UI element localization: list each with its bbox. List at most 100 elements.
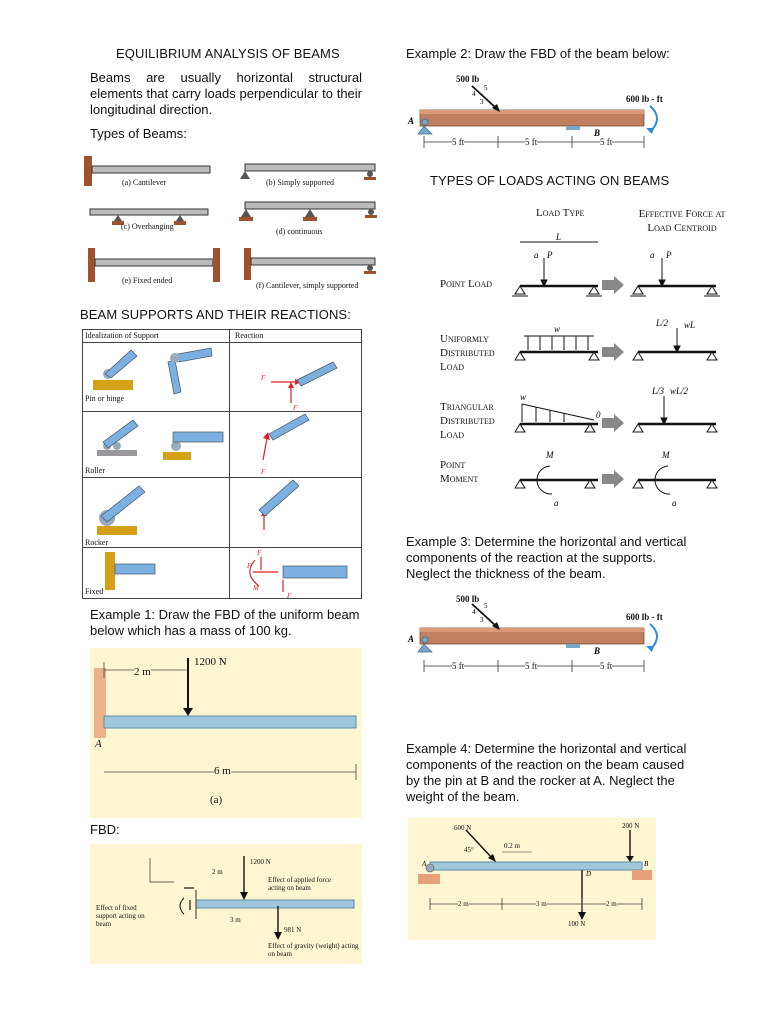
- svg-text:P: P: [546, 250, 553, 260]
- page-title: EQUILIBRIUM ANALYSIS OF BEAMS: [116, 46, 340, 61]
- svg-text:F: F: [286, 592, 292, 598]
- example4-f1: 600 N: [454, 824, 472, 832]
- svg-text:F: F: [246, 562, 252, 570]
- example2-dim-2: 5 ft: [525, 137, 538, 147]
- svg-text:B: B: [593, 128, 600, 138]
- example3-moment: 600 lb - ft: [626, 612, 663, 622]
- example1-text: Example 1: Draw the FBD of the uniform b…: [90, 607, 362, 639]
- example2-figure: A B 4 5 3: [407, 84, 658, 148]
- beam-type-f: (f) Cantilever, simply supported: [256, 281, 359, 290]
- example2-moment: 600 lb - ft: [626, 94, 663, 104]
- supports-heading: BEAM SUPPORTS AND THEIR REACTIONS:: [80, 307, 351, 322]
- example4-angle: 45°: [464, 846, 474, 854]
- fbd-d2: 3 m: [230, 916, 241, 924]
- example3-figure: A B 4 5 3: [407, 602, 658, 672]
- svg-text:M: M: [661, 450, 670, 460]
- support-pin: Pin or hinge: [85, 394, 125, 403]
- svg-text:F: F: [256, 549, 262, 557]
- example2-dim-1: 5 ft: [452, 137, 465, 147]
- load-type-column: Load Type: [536, 207, 585, 219]
- example1-caption: (a): [210, 794, 223, 806]
- beam-type-a: (a) Cantilever: [122, 178, 167, 187]
- example3-label: Example 3: [406, 534, 468, 549]
- svg-text:M: M: [545, 450, 554, 460]
- svg-text:M: M: [252, 584, 260, 592]
- svg-text:wL: wL: [684, 320, 695, 330]
- support-roller: Roller: [85, 466, 105, 475]
- example2-text: Example 2: Draw the FBD of the beam belo…: [406, 46, 670, 62]
- support-rocker: Rocker: [85, 538, 109, 547]
- intro-paragraph: Beams are usually horizontal structural …: [90, 70, 362, 117]
- svg-text:5: 5: [484, 84, 488, 92]
- beam-type-b: (b) Simply supported: [266, 178, 334, 187]
- example4-figure: A B D 600 N 200 N 100 N 45° 0.2 m 2 m 3 …: [408, 818, 656, 940]
- example2-force: 500 lb: [456, 74, 480, 84]
- fbd-force: 1200 N: [250, 858, 271, 866]
- svg-text:F: F: [260, 374, 266, 382]
- example1-body: : Draw the FBD of the uniform beam below…: [90, 607, 360, 638]
- example2-dim-3: 5 ft: [600, 137, 613, 147]
- svg-text:3: 3: [480, 616, 484, 624]
- load-uniform: Uniformly Distributed Load: [440, 333, 495, 373]
- loads-heading: TYPES OF LOADS ACTING ON BEAMS: [430, 173, 670, 188]
- effective-force-column: Effective Force at Load Centroid: [638, 208, 726, 234]
- support-col-idealization: Idealization of Support: [85, 331, 159, 340]
- svg-text:a: a: [650, 250, 655, 260]
- fbd-applied-note: Effect of applied force acting on beam: [268, 876, 332, 892]
- example1-dist1: 2 m: [134, 666, 151, 678]
- svg-text:F: F: [260, 468, 266, 476]
- example4-dim-3: 2 m: [606, 900, 617, 908]
- svg-text:P: P: [665, 250, 672, 260]
- svg-text:4: 4: [472, 608, 476, 616]
- svg-text:3: 3: [480, 98, 484, 106]
- svg-text:A: A: [421, 860, 427, 868]
- beam-type-c: (c) Overhanging: [121, 222, 174, 231]
- svg-text:A: A: [407, 634, 414, 644]
- types-heading: Types of Beams:: [90, 126, 187, 141]
- support-col-reaction: Reaction: [235, 331, 264, 340]
- beam-type-e: (e) Fixed ended: [122, 276, 173, 285]
- example4-offset: 0.2 m: [504, 842, 520, 850]
- example3-body: : Determine the horizontal and vertical …: [406, 534, 687, 581]
- example1-dist2: 6 m: [214, 765, 231, 777]
- beam-type-d: (d) continuous: [276, 227, 323, 236]
- fbd-gravity-note: Effect of gravity (weight) acting on bea…: [268, 942, 359, 958]
- svg-text:B: B: [593, 646, 600, 656]
- example4-dim-2: 3 m: [536, 900, 547, 908]
- svg-text:wL/2: wL/2: [670, 386, 689, 396]
- svg-text:a: a: [554, 498, 559, 508]
- svg-text:L: L: [555, 232, 561, 242]
- example4-text: Example 4: Determine the horizontal and …: [406, 741, 690, 805]
- example3-dim-2: 5 ft: [525, 661, 538, 671]
- svg-text:5: 5: [484, 602, 488, 610]
- support-table: Idealization of Support Reaction Pin or …: [82, 329, 362, 599]
- example3-text: Example 3: Determine the horizontal and …: [406, 534, 690, 582]
- load-point: Point Load: [440, 278, 493, 290]
- support-fixed: Fixed: [85, 587, 104, 596]
- fbd-fixed-note: Effect of fixed support acting on beam: [96, 904, 145, 928]
- example1-label: Example 1: [90, 607, 152, 622]
- svg-text:a: a: [534, 250, 539, 260]
- load-moment: Point Moment: [440, 459, 479, 485]
- fbd-label: FBD:: [90, 822, 120, 837]
- example3-dim-3: 5 ft: [600, 661, 613, 671]
- svg-text:4: 4: [472, 90, 476, 98]
- svg-text:F: F: [292, 404, 298, 412]
- load-triangular: Triangular Distributed Load: [440, 401, 495, 441]
- example2-body: : Draw the FBD of the beam below:: [467, 46, 670, 61]
- example3-force: 500 lb: [456, 594, 480, 604]
- svg-text:0: 0: [596, 410, 601, 420]
- example1-figure: 1200 N 2 m A 6 m (a): [90, 648, 362, 818]
- example2-label: Example 2: [406, 46, 468, 61]
- fbd-figure: 1200 N 2 m 3 m 981 N Effect of applied f…: [90, 844, 362, 964]
- fbd-d1: 2 m: [212, 868, 223, 876]
- fbd-weight: 981 N: [284, 926, 302, 934]
- support-illustrations: F F M F F F F: [93, 347, 348, 598]
- svg-text:a: a: [672, 498, 677, 508]
- example4-dim-1: 2 m: [458, 900, 469, 908]
- example4-label: Example 4:: [406, 741, 472, 756]
- example4-body: Determine the horizontal and vertical co…: [406, 741, 687, 804]
- example4-f2: 200 N: [622, 822, 640, 830]
- example1-point-a: A: [95, 738, 102, 750]
